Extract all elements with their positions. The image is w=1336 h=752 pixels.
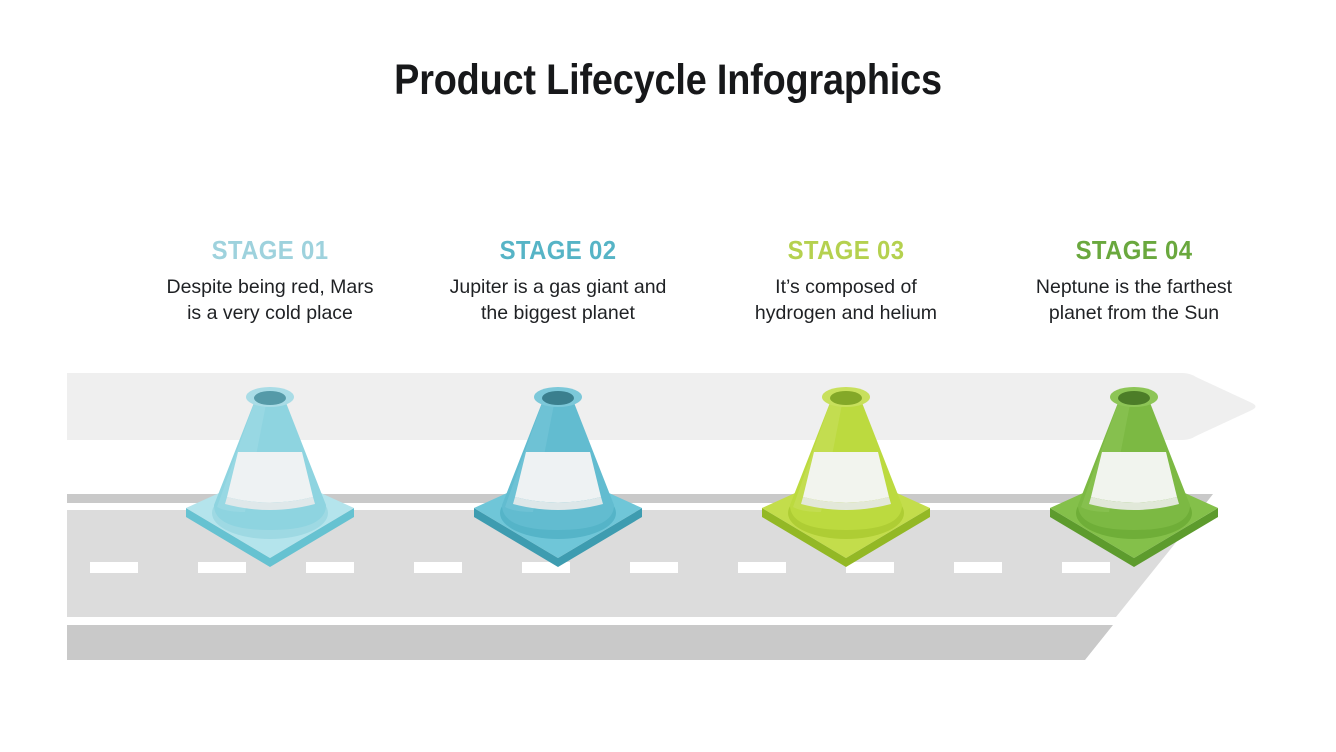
traffic-cone-4[interactable] <box>1050 387 1218 567</box>
stage-block-3: STAGE 03 It’s composed of hydrogen and h… <box>701 234 991 326</box>
stage-block-1: STAGE 01 Despite being red, Mars is a ve… <box>125 234 415 326</box>
stage-description-3-line-2: hydrogen and helium <box>754 302 938 324</box>
cone-1-stripe-shadow <box>225 497 315 510</box>
road-near-kerb <box>67 625 1113 660</box>
cone-3-stripe-shadow <box>801 497 891 510</box>
stage-description-1-line-2: is a very cold place <box>187 302 353 324</box>
cone-4-stripe-shadow <box>1089 497 1179 510</box>
stage-description-1: Despite being red, Mars is a very cold p… <box>125 274 415 326</box>
cone-3-stripe <box>803 452 889 503</box>
road <box>67 494 1336 660</box>
cone-4-stripe <box>1091 452 1177 503</box>
stage-description-2-line-1: Jupiter is a gas giant and <box>449 276 667 298</box>
progress-arrow-banner <box>67 373 1256 440</box>
stage-label-3: STAGE 03 <box>787 235 905 265</box>
cone-2-stripe <box>515 452 601 503</box>
stage-description-4-line-2: planet from the Sun <box>1048 302 1220 324</box>
traffic-cone-1[interactable] <box>186 387 354 567</box>
cone-1-stripe <box>227 452 313 503</box>
stage-description-3: It’s composed of hydrogen and helium <box>701 274 991 326</box>
stage-label-4: STAGE 04 <box>1075 235 1193 265</box>
cone-2-stripe-shadow <box>513 497 603 510</box>
cone-3-hole <box>830 391 862 405</box>
stage-description-1-line-1: Despite being red, Mars <box>166 276 374 298</box>
stage-block-4: STAGE 04 Neptune is the farthest planet … <box>989 234 1279 326</box>
traffic-cone-3[interactable] <box>762 387 930 567</box>
stage-description-3-line-1: It’s composed of <box>775 276 917 298</box>
road-far-kerb <box>67 494 1213 503</box>
stage-description-2: Jupiter is a gas giant and the biggest p… <box>413 274 703 326</box>
cone-1-hole <box>254 391 286 405</box>
stage-block-2: STAGE 02 Jupiter is a gas giant and the … <box>413 234 703 326</box>
stage-label-1: STAGE 01 <box>211 235 329 265</box>
stage-description-4-line-1: Neptune is the farthest <box>1035 276 1233 298</box>
traffic-cone-2[interactable] <box>474 387 642 567</box>
stage-description-4: Neptune is the farthest planet from the … <box>989 274 1279 326</box>
stage-description-2-line-2: the biggest planet <box>481 302 635 324</box>
cone-4-hole <box>1118 391 1150 405</box>
stage-label-2: STAGE 02 <box>499 235 617 265</box>
page-title: Product Lifecycle Infographics <box>394 56 942 104</box>
cone-2-hole <box>542 391 574 405</box>
